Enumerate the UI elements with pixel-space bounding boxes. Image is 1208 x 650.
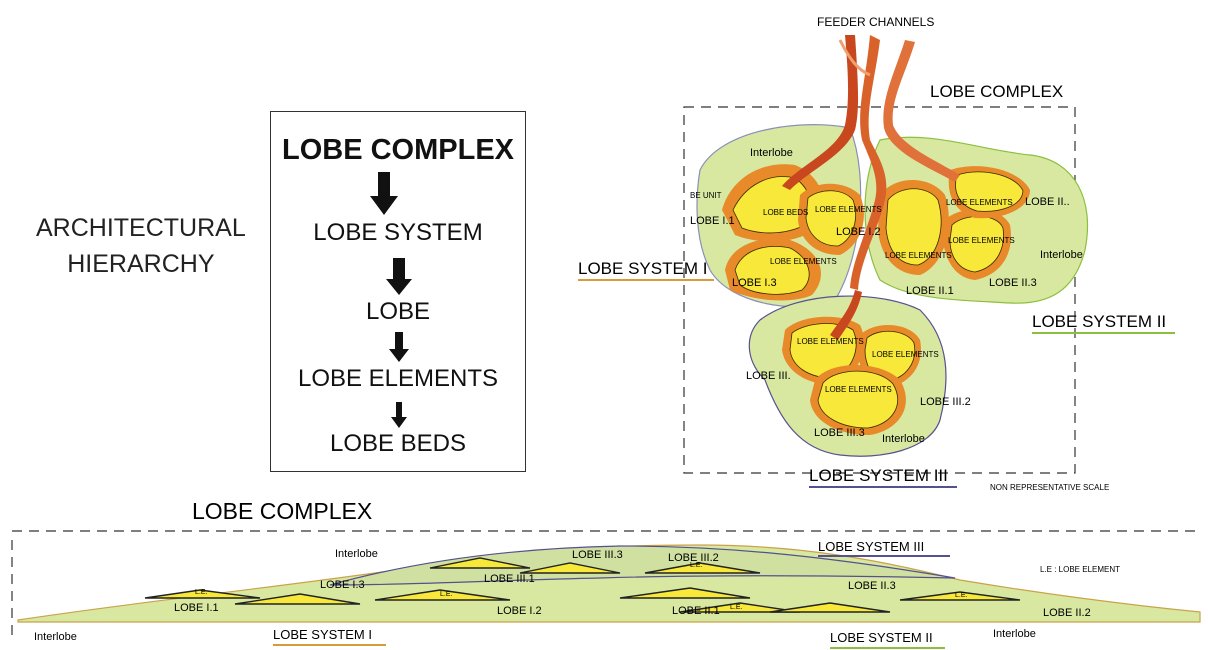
le-abbrev-label: L.E. [730, 604, 743, 611]
section-lobe-label: LOBE III.1 [484, 573, 535, 585]
section-system2-label: LOBE SYSTEM II [830, 630, 933, 645]
lobe-elements-label: LOBE ELEMENTS [797, 337, 864, 346]
map-interlobe-label: Interlobe [1040, 249, 1083, 261]
lobe-label: LOBE I.3 [732, 277, 777, 289]
lobe-label: LOBE II.3 [989, 277, 1037, 289]
le-abbrev-label: L.E. [690, 562, 703, 569]
lobe-beds-label: LOBE BEDS [763, 208, 808, 217]
lobe-elements-label: LOBE ELEMENTS [825, 385, 892, 394]
map-interlobe-label: Interlobe [882, 433, 925, 445]
cross-section [12, 531, 1200, 640]
lobe-elements-label: LOBE ELEMENTS [815, 205, 882, 214]
map-system3-label: LOBE SYSTEM III [809, 466, 948, 485]
section-interlobe-label: Interlobe [34, 631, 77, 643]
section-lobe-label: LOBE II.3 [848, 580, 896, 592]
section-complex-label: LOBE COMPLEX [192, 498, 372, 524]
scale-note: NON REPRESENTATIVE SCALE [990, 483, 1109, 492]
section-system3-label: LOBE SYSTEM III [818, 539, 924, 554]
le-abbrev-label: L.E. [440, 591, 453, 598]
lobe-unit-label: BE UNIT [690, 191, 722, 200]
lobe-elements-label: LOBE ELEMENTS [885, 251, 952, 260]
lobe-elements-label: LOBE ELEMENTS [946, 198, 1013, 207]
lobe-label: LOBE III.3 [814, 427, 865, 439]
section-lobe-label: LOBE I.2 [497, 605, 542, 617]
section-system1-label: LOBE SYSTEM I [273, 627, 372, 642]
le-abbrev-label: L.E. [195, 589, 208, 596]
section-lobe-label: LOBE II.2 [1043, 607, 1091, 619]
lobe-label: LOBE III. [746, 370, 791, 382]
lobe-elements-label: LOBE ELEMENTS [872, 350, 939, 359]
lobe-label: LOBE I.2 [836, 226, 881, 238]
map-interlobe-label: Interlobe [750, 147, 793, 159]
section-lobe-label: LOBE I.1 [174, 602, 219, 614]
le-abbrev-label: L.E. [955, 592, 968, 599]
feeder-channels-label: FEEDER CHANNELS [817, 15, 934, 29]
lobe-label: LOBE III.2 [920, 396, 971, 408]
section-interlobe-label: Interlobe [335, 548, 378, 560]
section-lobe-label: LOBE II.1 [672, 605, 720, 617]
lobe-label: LOBE II.1 [906, 285, 954, 297]
le-legend: L.E : LOBE ELEMENT [1040, 565, 1120, 574]
section-interlobe-label: Interlobe [993, 628, 1036, 640]
map-system1-label: LOBE SYSTEM I [578, 259, 707, 278]
lobe-elements-label: LOBE ELEMENTS [770, 257, 837, 266]
lobe-label: LOBE I.1 [690, 215, 735, 227]
lobe-elements-label: LOBE ELEMENTS [948, 236, 1015, 245]
map-complex-label: LOBE COMPLEX [930, 82, 1063, 101]
map-system2-label: LOBE SYSTEM II [1032, 312, 1166, 331]
section-lobe-label: LOBE III.3 [572, 549, 623, 561]
lobe-label: LOBE II.. [1025, 196, 1070, 208]
section-lobe-label: LOBE I.3 [320, 579, 365, 591]
